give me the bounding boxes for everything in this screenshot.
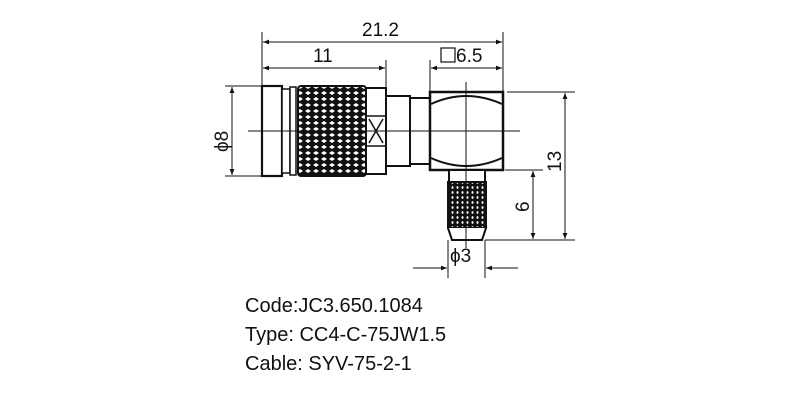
dim-cable-diameter: ϕ3 bbox=[450, 246, 471, 267]
dim-body-square: 6.5 bbox=[456, 46, 482, 67]
spec-type: Type: CC4-C-75JW1.5 bbox=[245, 324, 447, 346]
dim-overall-length: 21.2 bbox=[362, 20, 399, 41]
dim-height-total: 13 bbox=[545, 151, 566, 172]
center-lines bbox=[248, 82, 520, 248]
cable-crimp bbox=[447, 181, 487, 229]
connector-body bbox=[260, 84, 505, 241]
dimension-lines bbox=[229, 39, 568, 271]
extension-lines bbox=[225, 32, 575, 278]
dim-front-length: 11 bbox=[313, 46, 333, 67]
spec-cable: Cable: SYV-75-2-1 bbox=[245, 353, 412, 375]
dim-cable-offset: 6 bbox=[513, 201, 534, 212]
dim-diameter-front: ϕ8 bbox=[212, 131, 233, 152]
square-symbol-icon bbox=[440, 47, 456, 63]
spec-code: Code:JC3.650.1084 bbox=[245, 295, 423, 317]
